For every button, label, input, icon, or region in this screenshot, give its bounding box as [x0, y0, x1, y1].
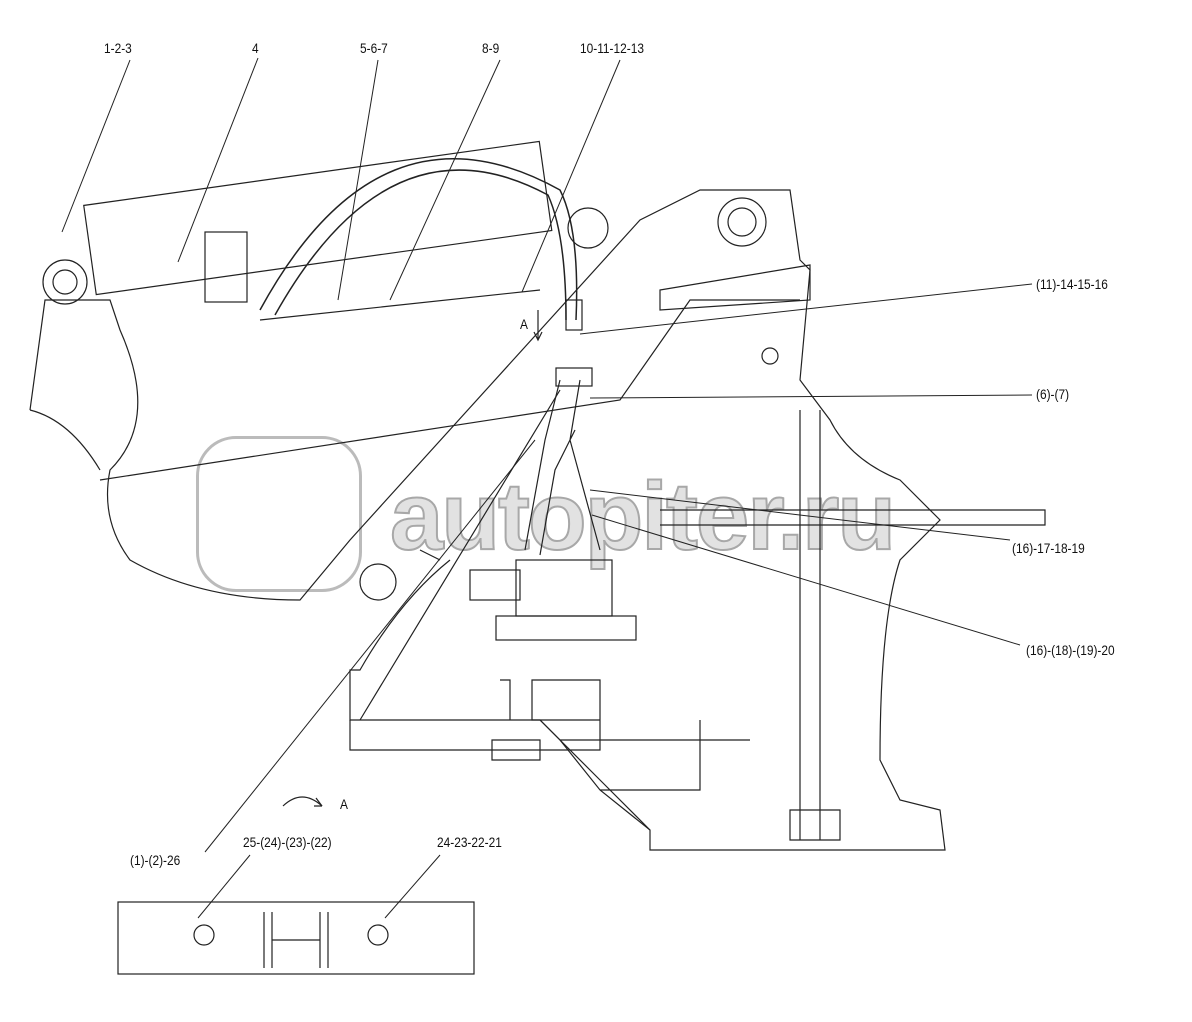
callout-16-18-19-20: (16)-(18)-(19)-20 — [1026, 642, 1115, 658]
cylinder-eye — [42, 259, 88, 305]
view-a-label: A — [340, 796, 348, 812]
callout-25-24-23-22: 25-(24)-(23)-(22) — [243, 834, 332, 850]
pipe-line — [259, 289, 541, 321]
view-a-box — [117, 901, 475, 975]
pivot-pin — [717, 197, 767, 247]
callout-1-2-26: (1)-(2)-26 — [130, 852, 181, 868]
callout-6-7: (6)-(7) — [1036, 386, 1070, 402]
view-a-marker — [533, 310, 543, 342]
callout-1-2-3: 1-2-3 — [104, 40, 132, 56]
callout-11-14-15-16: (11)-14-15-16 — [1036, 276, 1108, 292]
watermark-logo — [196, 436, 362, 592]
view-a-arrow — [282, 796, 323, 807]
callout-24-23-22-21: 24-23-22-21 — [437, 834, 502, 850]
hose-arc — [259, 158, 578, 321]
valve-block — [515, 559, 613, 617]
pipe-down — [524, 379, 601, 556]
callout-4: 4 — [252, 40, 259, 56]
cylinder-body — [83, 140, 553, 296]
callout-8-9: 8-9 — [482, 40, 500, 56]
callout-10-11-12-13: 10-11-12-13 — [580, 40, 644, 56]
pivot-pin-2 — [567, 207, 609, 249]
boom-inner-line — [29, 299, 800, 481]
frame — [349, 410, 1046, 841]
tube-line — [359, 389, 561, 721]
hose-fitting — [565, 299, 583, 331]
bracket — [659, 264, 811, 311]
cylinder-clamp — [204, 231, 248, 303]
callout-5-6-7: 5-6-7 — [360, 40, 388, 56]
view-a-marker-label: A — [520, 316, 528, 332]
boom-outline — [29, 189, 946, 851]
callout-16-17-18-19: (16)-17-18-19 — [1012, 540, 1085, 556]
leader-lines — [61, 57, 1033, 919]
